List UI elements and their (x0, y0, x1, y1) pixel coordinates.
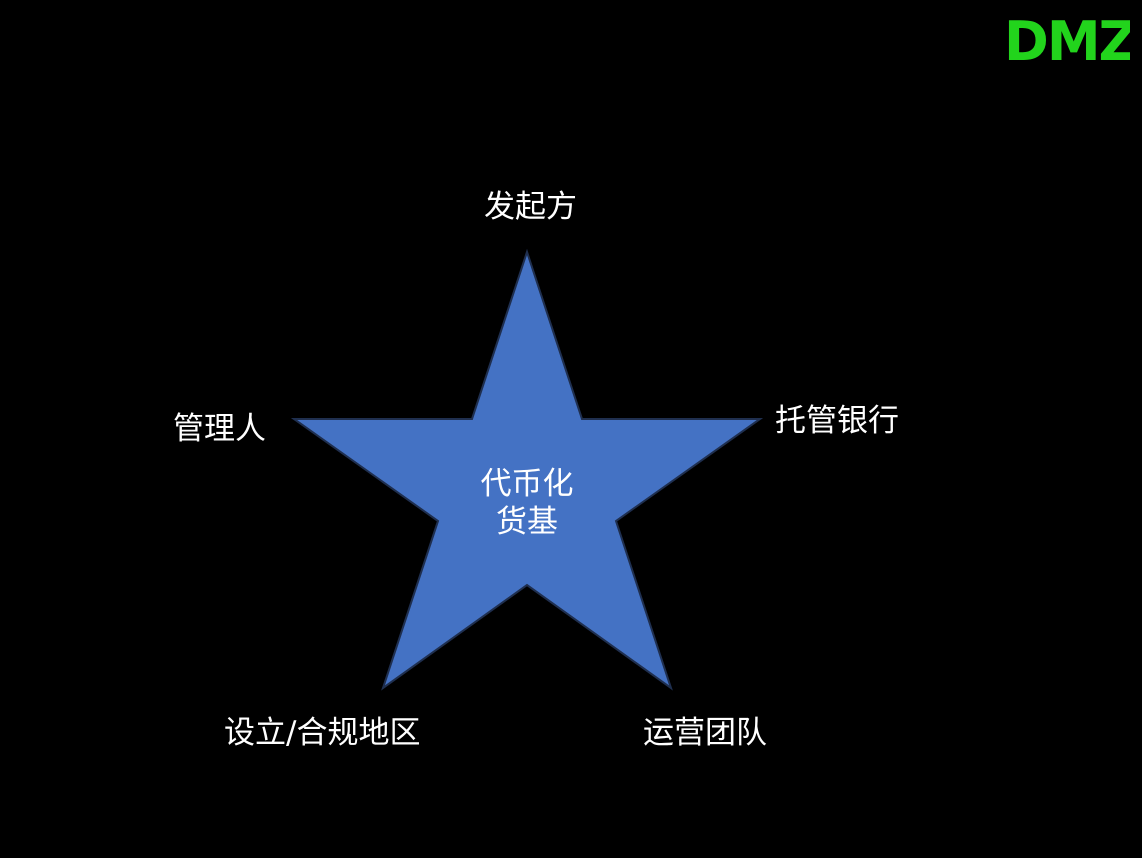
label-bottom-left: 设立/合规地区 (224, 715, 421, 751)
dmz-logo-text: DMZ (1004, 14, 1130, 62)
star-shape (290, 248, 764, 691)
star-center-label: 代币化 货基 (447, 465, 607, 541)
label-left: 管理人 (173, 411, 266, 447)
label-bottom-right: 运营团队 (643, 715, 767, 751)
label-top: 发起方 (484, 189, 577, 225)
label-right: 托管银行 (775, 403, 899, 439)
dmz-logo: DMZ (1004, 14, 1130, 62)
center-label-line2: 货基 (496, 504, 558, 540)
center-label-line1: 代币化 (480, 466, 574, 502)
